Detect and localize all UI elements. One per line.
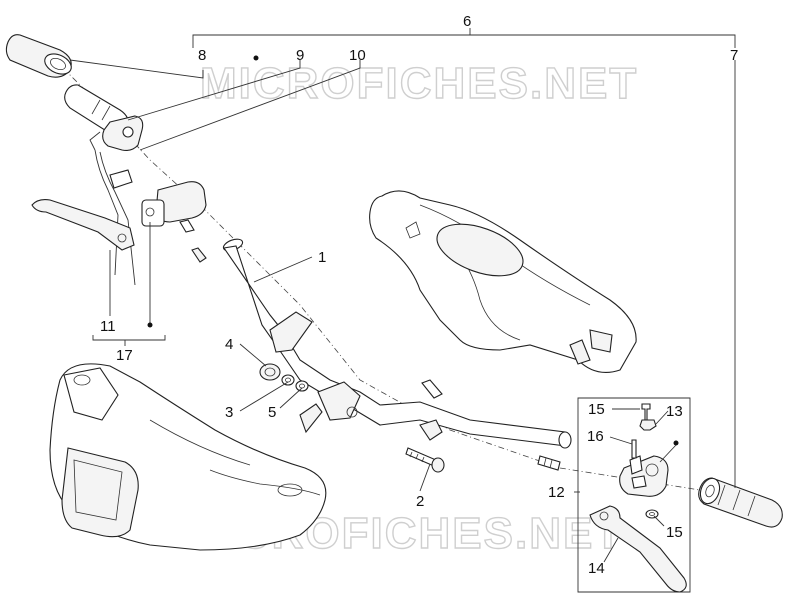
callout-15-top: 15	[588, 401, 605, 418]
callout-5: 5	[268, 404, 276, 421]
lever-assembly-frame	[577, 397, 691, 593]
spacer-sleeve	[259, 363, 281, 381]
washer-3	[281, 374, 295, 386]
handlebar-bolt	[405, 447, 445, 473]
right-lever-bracket	[619, 455, 669, 497]
callout-3: 3	[225, 404, 233, 421]
washer-5	[295, 380, 309, 392]
callout-9: 9	[296, 47, 304, 64]
callout-1: 1	[318, 249, 326, 266]
callout-labels: 6 8 9 10 7 1 4 3 5 2 11 17 12 15 13 16 1…	[100, 13, 738, 577]
right-cable-connector	[537, 455, 561, 471]
brake-master-cylinder	[141, 181, 207, 263]
callout-2: 2	[416, 493, 424, 510]
callout-11: 11	[100, 318, 116, 335]
callout-6: 6	[463, 13, 471, 30]
callout-7: 7	[730, 47, 738, 64]
callout-13: 13	[666, 403, 683, 420]
lever-pin	[631, 439, 637, 459]
front-handlebar-cover	[49, 363, 327, 551]
callout-15-bottom: 15	[666, 524, 683, 541]
right-grip	[698, 477, 783, 528]
watermark-top: MICROFICHES.NET	[200, 59, 638, 108]
callout-4: 4	[225, 336, 233, 353]
left-cables	[94, 149, 136, 286]
rear-handlebar-cover	[369, 190, 637, 373]
callout-16: 16	[587, 428, 604, 445]
callout-12: 12	[548, 484, 565, 501]
callout-17: 17	[116, 347, 133, 364]
handlebar-tube	[222, 238, 572, 449]
callout-14: 14	[588, 560, 605, 577]
callout-10: 10	[349, 47, 366, 64]
lever-nut	[639, 419, 657, 431]
leader-lines	[69, 28, 736, 563]
callout-8: 8	[198, 47, 206, 64]
right-brake-lever	[589, 505, 687, 593]
left-brake-lever	[31, 199, 135, 251]
left-switch-block	[89, 115, 144, 151]
left-grip-end-cap	[5, 34, 72, 78]
lever-washer	[645, 509, 659, 519]
